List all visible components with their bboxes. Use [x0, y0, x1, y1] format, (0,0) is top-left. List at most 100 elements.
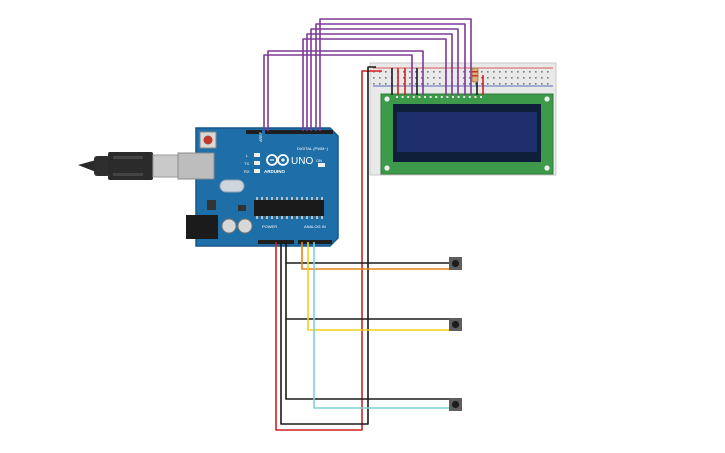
lcd-mount-hole-bl [384, 165, 390, 171]
lcd-pin [452, 96, 454, 98]
wire-yellow-a1[interactable] [307, 242, 450, 331]
lcd-pin [468, 96, 471, 98]
usb-cable[interactable] [78, 152, 180, 180]
wire-purple-7[interactable] [319, 18, 472, 131]
pushbutton-3[interactable] [449, 398, 462, 411]
breadboard-hole [529, 77, 531, 79]
crystal [219, 179, 245, 193]
chip-pin [261, 197, 263, 200]
digital-header[interactable] [265, 130, 333, 134]
chip-pin [256, 216, 258, 219]
wire-purple-5[interactable] [310, 28, 459, 131]
breadboard-hole [523, 83, 525, 85]
wire-purple-4[interactable] [306, 33, 453, 131]
wire-purple-1[interactable] [263, 54, 413, 131]
wire-purple-2[interactable] [267, 50, 424, 131]
breadboard-hole [421, 83, 423, 85]
breadboard-hole [379, 83, 381, 85]
chip-pin [321, 216, 323, 219]
breadboard-hole [379, 77, 381, 79]
chip-pin [321, 197, 323, 200]
pushbutton-1[interactable] [449, 257, 462, 270]
breadboard-hole [463, 71, 465, 73]
wire-orange-a0[interactable] [301, 242, 450, 270]
breadboard-hole [385, 77, 387, 79]
breadboard-hole [505, 83, 507, 85]
chip-pin [301, 216, 303, 219]
breadboard-hole [541, 71, 543, 73]
chip-pin [261, 216, 263, 219]
wire-gnd-black-rail[interactable] [280, 66, 376, 425]
lcd-pin [407, 96, 410, 98]
power-label: POWER [262, 224, 277, 229]
breadboard-hole [409, 77, 411, 79]
lcd-pin [463, 96, 466, 98]
lcd-pin [440, 96, 443, 98]
resistor[interactable] [471, 67, 479, 83]
breadboard-hole [439, 77, 441, 79]
lcd-mount-hole-tl [384, 96, 390, 102]
lcd-16x2[interactable] [380, 93, 554, 175]
breadboard-hole [469, 77, 471, 79]
breadboard-hole [481, 71, 483, 73]
breadboard-hole [487, 83, 489, 85]
breadboard-hole [499, 71, 501, 73]
breadboard-hole [535, 77, 537, 79]
chip-pin [276, 216, 278, 219]
lcd-mount-hole-tr [544, 96, 550, 102]
breadboard-hole [463, 77, 465, 79]
button-1-cap [451, 259, 460, 268]
usb-cable-tail [78, 160, 96, 172]
lcd-pin [424, 96, 426, 98]
wire-cyan-a2[interactable] [313, 242, 450, 409]
breadboard-hole [409, 83, 411, 85]
breadboard-hole [421, 71, 423, 73]
breadboard-hole [511, 71, 513, 73]
breadboard-hole [541, 77, 543, 79]
breadboard-hole [415, 77, 417, 79]
lcd-screen [397, 112, 537, 152]
breadboard-hole [415, 83, 417, 85]
chip-pin [291, 197, 293, 200]
breadboard-hole [547, 83, 549, 85]
breadboard-hole [433, 77, 435, 79]
capacitor-2 [237, 218, 253, 234]
arduino-label: ARDUINO [264, 169, 285, 174]
analog-header[interactable] [298, 240, 332, 244]
lcd-pin [474, 96, 477, 98]
wire-purple-6[interactable] [315, 23, 466, 131]
breadboard-hole [523, 77, 525, 79]
wire-purple-3[interactable] [302, 38, 447, 131]
pushbutton-2[interactable] [449, 318, 462, 331]
breadboard-hole [469, 83, 471, 85]
breadboard-hole [541, 83, 543, 85]
breadboard-hole [403, 77, 405, 79]
breadboard-hole [529, 71, 531, 73]
breadboard-hole [385, 71, 387, 73]
lcd-pin [429, 96, 432, 98]
wire-gnd-button-3[interactable] [285, 319, 450, 400]
breadboard-hole [427, 77, 429, 79]
breadboard-hole [415, 71, 417, 73]
chip-pin [301, 197, 303, 200]
reset-button-cap [203, 135, 213, 145]
wire-power-red[interactable] [275, 70, 382, 431]
breadboard-hole [493, 71, 495, 73]
led-on [318, 163, 325, 167]
arduino-uno[interactable]: L TX RX ON UNO ARDUINO AREF DIGITAL (PWM… [177, 127, 339, 247]
chip-pin [311, 197, 313, 200]
atmega-chip [254, 200, 324, 216]
label-l: L [246, 153, 249, 158]
chip-pin [316, 216, 318, 219]
uno-label: UNO [291, 156, 313, 167]
breadboard-hole [517, 83, 519, 85]
lcd-pin [401, 96, 404, 98]
breadboard-hole [427, 71, 429, 73]
led-rx [254, 169, 260, 173]
chip-pin [291, 216, 293, 219]
breadboard-hole [463, 83, 465, 85]
power-jack [186, 215, 218, 239]
chip-pin [311, 216, 313, 219]
lcd-pin [396, 96, 398, 98]
